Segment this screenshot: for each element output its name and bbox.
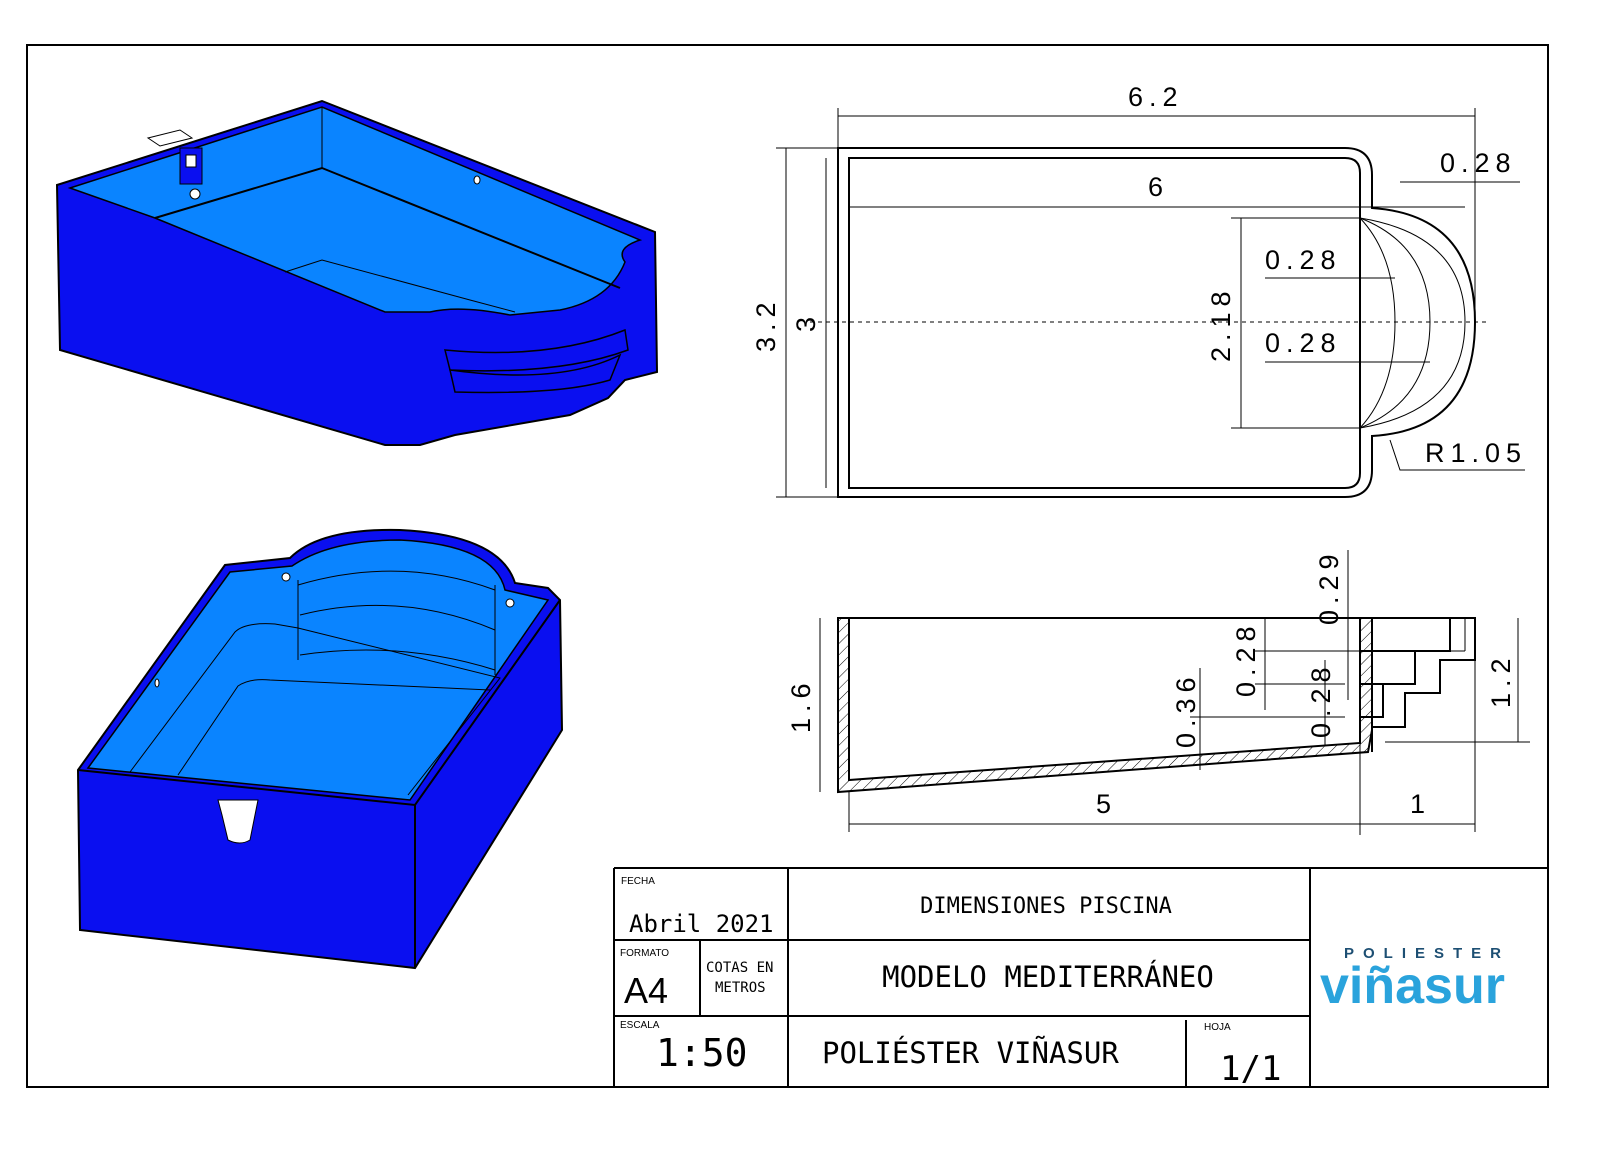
- dim-step-opening: 2.18: [1206, 285, 1236, 362]
- units-line-2: METROS: [715, 980, 766, 996]
- date-label: FECHA: [621, 876, 655, 887]
- dim-step-rise-2: 0.28: [1231, 620, 1261, 697]
- dim-radius: R1.05: [1425, 438, 1527, 468]
- dim-inner-width: 3: [791, 311, 821, 332]
- format-label: FORMATO: [620, 948, 669, 959]
- sheet-value: 1/1: [1220, 1049, 1281, 1089]
- company-logo: POLIESTER viñasur: [1320, 945, 1510, 1015]
- isometric-view-top: [55, 99, 659, 446]
- dim-total-width: 3.2: [751, 296, 781, 352]
- model-name: MODELO MEDITERRÁNEO: [882, 960, 1214, 994]
- dim-step-length: 1: [1410, 789, 1431, 819]
- dim-step-rise-4: 0.36: [1171, 671, 1201, 748]
- dim-max-depth: 1.6: [786, 677, 816, 733]
- format-value: A4: [624, 970, 668, 1011]
- dim-inner-length: 6: [1148, 172, 1169, 202]
- dim-step-total-depth: 1.2: [1486, 652, 1516, 708]
- section-view: 1.6 1.2 0.29 0.28 0.28 0.36 5 1: [786, 548, 1530, 835]
- scale-label: ESCALA: [620, 1020, 660, 1031]
- dim-main-length: 5: [1096, 789, 1117, 819]
- dim-step-depth-2: 0.28: [1265, 245, 1342, 275]
- title-block: FECHA Abril 2021 FORMATO A4 COTAS EN MET…: [613, 867, 1548, 1089]
- logo-top-text: POLIESTER: [1344, 945, 1510, 962]
- dim-step-depth-3: 0.28: [1265, 328, 1342, 358]
- units-line-1: COTAS EN: [706, 960, 773, 976]
- logo-brand-text: viñasur: [1320, 957, 1505, 1015]
- date-value: Abril 2021: [629, 910, 774, 938]
- scale-value: 1:50: [656, 1031, 748, 1075]
- dim-step-rise-top: 0.29: [1314, 548, 1344, 625]
- dim-step-rise-3: 0.28: [1306, 661, 1336, 738]
- sheet-label: HOJA: [1204, 1022, 1231, 1033]
- drawing-title: DIMENSIONES PISCINA: [920, 894, 1172, 919]
- isometric-view-bottom: [76, 528, 564, 970]
- plan-view: 6.2 6 3.2 3 2.18 0.28 0.28 0.28 R1.05: [751, 82, 1527, 498]
- dim-step-depth-1: 0.28: [1440, 148, 1517, 178]
- company-name: POLIÉSTER VIÑASUR: [822, 1036, 1119, 1070]
- dim-total-length: 6.2: [1128, 82, 1184, 112]
